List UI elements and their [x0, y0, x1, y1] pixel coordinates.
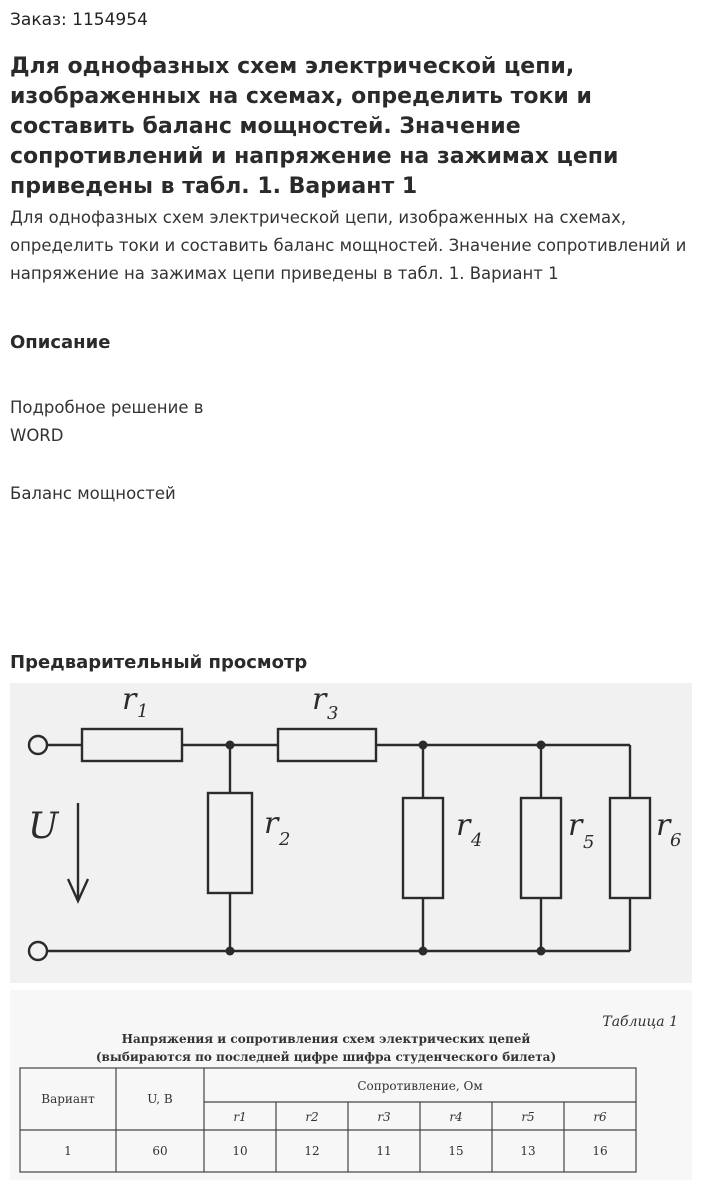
resistor-r4: [401, 796, 445, 900]
table-cell-voltage: 60: [152, 1144, 167, 1158]
description-heading: Описание: [10, 332, 111, 353]
label-r3-sub: 3: [327, 703, 338, 724]
resistor-r5: [519, 796, 563, 900]
voltage-arrow-head: [66, 878, 90, 904]
description-line-2: WORD: [10, 426, 64, 445]
resistor-r2: [206, 791, 254, 895]
label-r5: r: [568, 808, 584, 843]
table-cell: 11: [376, 1144, 391, 1158]
table-cell-variant: 1: [64, 1144, 72, 1158]
preview-heading: Предварительный просмотр: [10, 652, 308, 673]
terminal-top: [27, 734, 49, 756]
table-subheader: r4: [449, 1110, 462, 1124]
junction-dot: [225, 946, 235, 956]
table-cell: 10: [232, 1144, 247, 1158]
junction-dot: [418, 740, 428, 750]
label-r2: r: [264, 806, 280, 841]
table-header-variant: Вариант: [41, 1092, 95, 1106]
label-r6: r: [656, 808, 672, 843]
label-r1: r: [122, 683, 138, 717]
table-subheader: r6: [593, 1110, 607, 1124]
table-subheader: r5: [521, 1110, 534, 1124]
junction-dot: [418, 946, 428, 956]
order-number: Заказ: 1154954: [10, 10, 148, 30]
table-cell: 12: [304, 1144, 319, 1158]
label-r4: r: [456, 808, 472, 843]
description-line-3: Баланс мощностей: [10, 484, 176, 503]
table-caption-1: Напряжения и сопротивления схем электрич…: [122, 1032, 531, 1046]
table-cell: 13: [520, 1144, 535, 1158]
label-r2-sub: 2: [278, 829, 290, 850]
description-text: Для однофазных схем электрической цепи, …: [10, 208, 687, 283]
table-subheader: r1: [233, 1110, 246, 1124]
table-preview: Таблица 1 Напряжения и сопротивления схе…: [10, 990, 692, 1180]
terminal-bottom: [27, 940, 49, 962]
resistor-r3: [276, 727, 378, 763]
resistor-r6: [608, 796, 652, 900]
table-label: Таблица 1: [602, 1014, 678, 1030]
table-caption-2: (выбираются по последней цифре шифра сту…: [96, 1050, 556, 1064]
label-r6-sub: 6: [670, 830, 681, 851]
junction-dot: [536, 946, 546, 956]
label-r4-sub: 4: [470, 830, 482, 851]
table-1: Таблица 1 Напряжения и сопротивления схе…: [19, 1014, 678, 1173]
circuit-diagram: r 1 r 3 r 2 r 4 r 5 r 6 U: [27, 682, 681, 962]
table-border: [19, 1067, 637, 1173]
page-title: Для однофазных схем электрической цепи, …: [10, 54, 619, 199]
table-subheader: r3: [377, 1110, 391, 1124]
description-line-1: Подробное решение в: [10, 398, 204, 417]
junction-dot: [225, 740, 235, 750]
junction-dot: [536, 740, 546, 750]
table-header-voltage: U, В: [147, 1092, 173, 1106]
table-cell: 16: [592, 1144, 607, 1158]
table-header-resistance: Сопротивление, Ом: [357, 1079, 482, 1093]
label-r3: r: [312, 683, 328, 717]
resistor-r1: [80, 727, 184, 763]
circuit-preview: r 1 r 3 r 2 r 4 r 5 r 6 U: [10, 682, 692, 983]
label-r5-sub: 5: [583, 832, 594, 853]
label-voltage: U: [28, 806, 60, 847]
label-r1-sub: 1: [137, 701, 148, 722]
table-subheader: r2: [305, 1110, 318, 1124]
table-cell: 15: [448, 1144, 463, 1158]
